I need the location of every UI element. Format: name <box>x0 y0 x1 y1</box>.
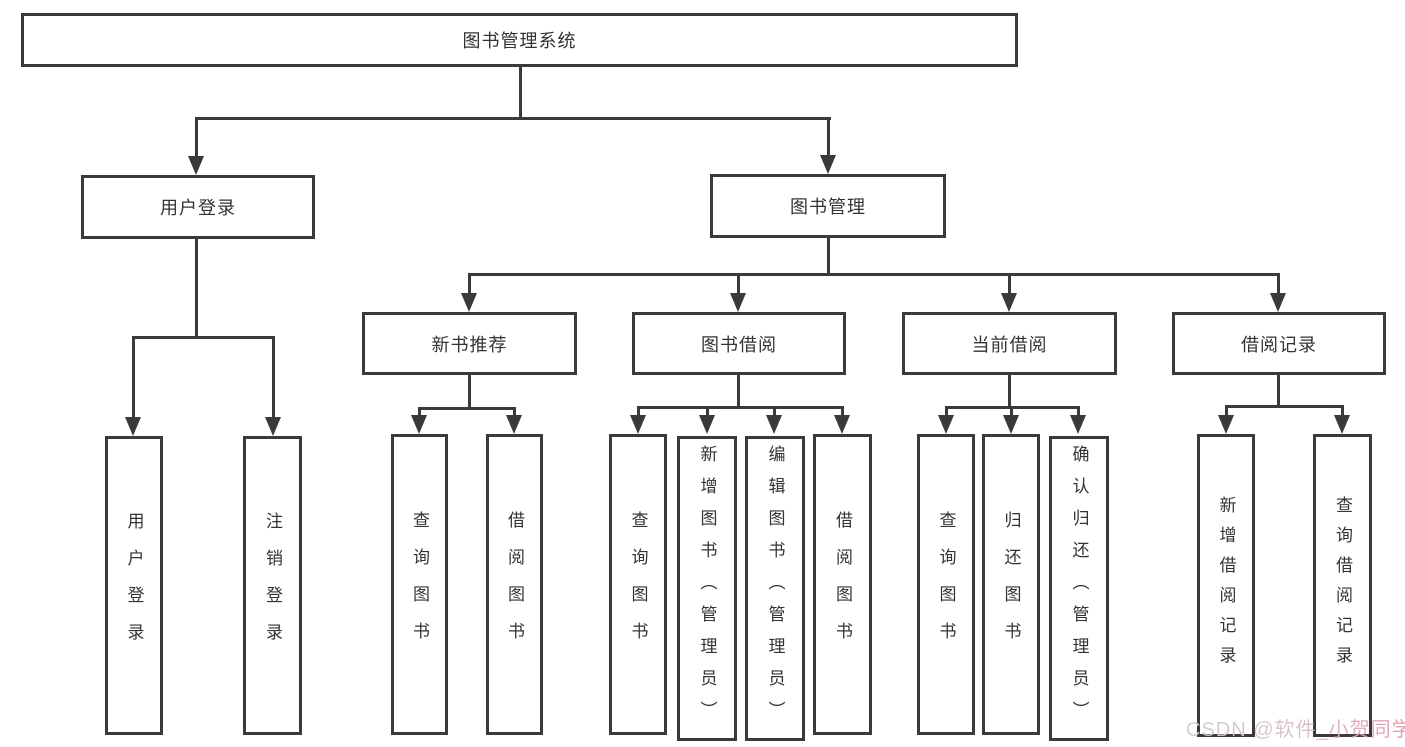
arrow-add-book-icon <box>699 415 715 434</box>
arrow-query-c-icon <box>938 415 954 434</box>
node-book-borrow-label: 图书借阅 <box>701 334 777 355</box>
connector-drop-user-login <box>195 117 198 157</box>
node-book-management-label: 图书管理 <box>790 197 866 217</box>
connector-newbook-hline <box>418 407 516 410</box>
connector-drop-leaf-logout <box>272 336 275 417</box>
connector-login-stem <box>195 239 198 336</box>
leaf-query-borrow-record-label: 查询借阅记录 <box>1333 495 1352 676</box>
leaf-borrow-books: 借阅图书 <box>813 434 872 735</box>
connector-drop-current-borrow <box>1008 273 1011 294</box>
leaf-query-books-recommend-label: 查询图书 <box>410 510 429 659</box>
leaf-user-login-label: 用户登录 <box>124 511 144 660</box>
connector-drop-query-b <box>637 406 640 416</box>
leaf-add-book-admin-label: 新增图书（管理员） <box>697 444 717 733</box>
node-borrow-records-label: 借阅记录 <box>1241 334 1317 355</box>
leaf-confirm-return-admin-label: 确认归还（管理员） <box>1069 444 1089 733</box>
connector-records-hline <box>1225 405 1343 408</box>
connector-drop-query-c <box>945 406 948 416</box>
arrow-query-a-icon <box>411 415 427 434</box>
connector-drop-return-book <box>1010 406 1013 416</box>
leaf-add-borrow-record-label: 新增借阅记录 <box>1216 495 1236 676</box>
connector-records-stem <box>1277 375 1280 405</box>
arrow-borrow-b-icon <box>834 415 850 434</box>
connector-borrow-stem <box>737 375 740 406</box>
connector-drop-book-management <box>827 117 830 156</box>
node-book-management: 图书管理 <box>710 174 946 238</box>
leaf-borrow-books-recommend-label: 借阅图书 <box>505 510 524 659</box>
connector-borrow-hline <box>637 406 842 409</box>
leaf-logout-label: 注销登录 <box>263 511 282 660</box>
arrow-current-borrow-icon <box>1001 293 1017 312</box>
connector-login-hline <box>132 336 274 339</box>
connector-drop-query-record <box>1341 405 1344 416</box>
connector-drop-borrow-a <box>513 407 516 416</box>
node-current-borrow: 当前借阅 <box>902 312 1117 375</box>
connector-drop-add-book <box>706 406 709 416</box>
arrow-edit-book-icon <box>766 415 782 434</box>
arrow-borrow-a-icon <box>506 415 522 434</box>
leaf-add-book-admin: 新增图书（管理员） <box>677 436 737 741</box>
arrow-book-borrow-icon <box>730 293 746 312</box>
leaf-query-borrow-record: 查询借阅记录 <box>1313 434 1372 737</box>
leaf-query-books-borrow-label: 查询图书 <box>628 510 648 659</box>
node-root: 图书管理系统 <box>21 13 1018 67</box>
connector-drop-confirm-return <box>1077 406 1080 416</box>
leaf-query-books-current: 查询图书 <box>917 434 975 735</box>
arrow-new-book-icon <box>461 293 477 312</box>
arrow-return-book-icon <box>1003 415 1019 434</box>
leaf-add-borrow-record: 新增借阅记录 <box>1197 434 1255 737</box>
node-book-borrow: 图书借阅 <box>632 312 846 375</box>
leaf-return-book: 归还图书 <box>982 434 1040 735</box>
node-current-borrow-label: 当前借阅 <box>971 334 1048 355</box>
leaf-query-books-recommend: 查询图书 <box>391 434 448 735</box>
leaf-query-books-borrow: 查询图书 <box>609 434 667 735</box>
leaf-query-books-current-label: 查询图书 <box>936 510 956 659</box>
leaf-logout: 注销登录 <box>243 436 302 735</box>
leaf-return-book-label: 归还图书 <box>1001 510 1021 659</box>
connector-root-hline <box>195 117 831 120</box>
connector-drop-new-book <box>468 273 471 294</box>
arrow-add-record-icon <box>1218 415 1234 434</box>
leaf-edit-book-admin: 编辑图书（管理员） <box>745 436 805 741</box>
connector-drop-edit-book <box>773 406 776 416</box>
arrow-query-b-icon <box>630 415 646 434</box>
connector-drop-borrow-b <box>841 406 844 416</box>
arrow-borrow-records-icon <box>1270 293 1286 312</box>
leaf-confirm-return-admin: 确认归还（管理员） <box>1049 436 1109 741</box>
leaf-user-login: 用户登录 <box>105 436 163 735</box>
connector-newbook-stem <box>468 375 471 407</box>
leaf-borrow-books-label: 借阅图书 <box>833 510 852 659</box>
arrow-book-management-icon <box>820 155 836 174</box>
node-user-login-label: 用户登录 <box>160 198 236 218</box>
leaf-edit-book-admin-label: 编辑图书（管理员） <box>765 444 785 733</box>
node-new-book-recommend-label: 新书推荐 <box>431 334 508 355</box>
arrow-leaf-logout-icon <box>265 417 281 436</box>
connector-drop-leaf-user-login <box>132 336 135 417</box>
connector-drop-add-record <box>1225 405 1228 416</box>
connector-drop-book-borrow <box>737 273 740 294</box>
csdn-watermark: CSDN @软件_小贺同学 <box>1186 713 1405 742</box>
node-new-book-recommend: 新书推荐 <box>362 312 577 375</box>
connector-root-stem <box>519 66 522 117</box>
connector-drop-borrow-records <box>1277 273 1280 294</box>
node-borrow-records: 借阅记录 <box>1172 312 1386 375</box>
arrow-user-login-icon <box>188 156 204 175</box>
connector-bookmgmt-stem <box>827 238 830 273</box>
arrow-query-record-icon <box>1334 415 1350 434</box>
connector-drop-query-a <box>418 407 421 416</box>
arrow-confirm-return-icon <box>1070 415 1086 434</box>
node-user-login: 用户登录 <box>81 175 315 239</box>
connector-bookmgmt-hline <box>468 273 1279 276</box>
arrow-leaf-user-login-icon <box>125 417 141 436</box>
node-root-label: 图书管理系统 <box>462 31 577 51</box>
leaf-borrow-books-recommend: 借阅图书 <box>486 434 543 735</box>
connector-current-stem <box>1008 375 1011 406</box>
